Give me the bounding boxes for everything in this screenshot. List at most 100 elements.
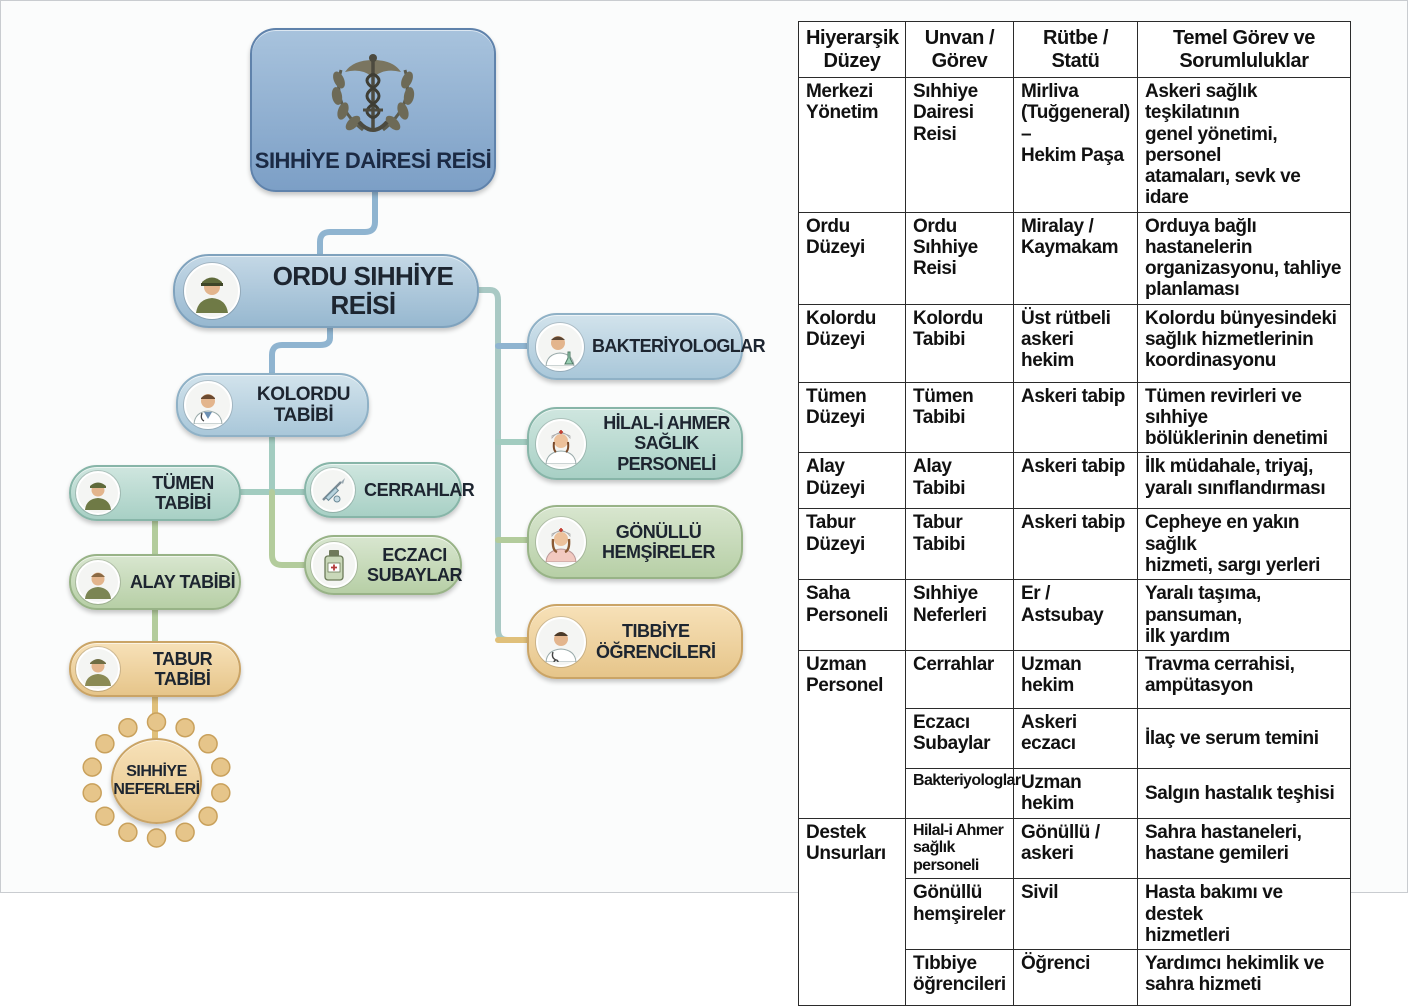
- cell-line: Saha: [806, 583, 850, 605]
- node-label: ALAY TABİBİ: [130, 571, 236, 592]
- cell-line: Uzman: [806, 654, 867, 676]
- medic-dot: [95, 806, 115, 826]
- cell-line: Sahra hastaneleri,: [1145, 821, 1302, 843]
- cell-rank: Uzman hekim: [1013, 650, 1138, 710]
- cell-rank: Askeri tabip: [1013, 452, 1138, 510]
- medic-dot: [175, 717, 195, 738]
- cell-line: Neferleri: [913, 604, 987, 626]
- cell-line: Personeli: [806, 604, 888, 626]
- node-label: ECZACI SUBAYLAR: [367, 544, 463, 585]
- node-label: SIHHİYE NEFERLERİ: [113, 763, 200, 799]
- cell-line: Sıhhiye: [913, 81, 978, 102]
- medic-dot: [95, 734, 115, 754]
- cell-line: planlaması: [1145, 279, 1240, 301]
- node-label: TÜMEN TABİBİ: [152, 472, 214, 513]
- cell-line: Düzeyi: [806, 406, 865, 428]
- medicine-bottle-icon: [311, 542, 357, 588]
- link-head-army: [317, 187, 378, 265]
- cell-line: Unvan /: [924, 27, 995, 50]
- label-line: HİLAL-İ AHMER: [603, 413, 730, 434]
- cell-line: Temel Görev ve: [1173, 27, 1315, 50]
- cell-line: Yardımcı hekimlik ve: [1145, 953, 1324, 975]
- cell-line: Düzeyi: [806, 328, 865, 350]
- node-kolordu-tabibi: KOLORDU TABİBİ: [176, 373, 369, 437]
- node-label: SIHHİYE DAİRESİ REİSİ: [254, 148, 492, 174]
- node-sihhiye-dairesi-reisi: SIHHİYE DAİRESİ REİSİ: [250, 28, 496, 192]
- cell-line: hizmetleri: [1145, 924, 1230, 946]
- cell-line: Cepheye en yakın sağlık: [1145, 512, 1300, 555]
- link-army-specialists: [475, 287, 531, 643]
- cell-line: Hiyerarşik: [806, 27, 899, 50]
- cell-line: Tıbbiye: [913, 953, 977, 975]
- cell-line: sağlık personeli: [913, 839, 979, 875]
- cell-rank: Er / Astsubay: [1013, 579, 1138, 652]
- cell-line: Hilal-i Ahmer: [913, 821, 1004, 839]
- student-avatar-icon: [536, 616, 586, 667]
- label-line: SAĞLIK PERSONELİ: [617, 433, 716, 474]
- cell-line: hemşireler: [913, 903, 1006, 925]
- cell-rank: Sivil: [1013, 878, 1138, 951]
- cell-title: Alay Tabibi: [905, 452, 1014, 510]
- nurse-avatar-icon: [536, 517, 586, 567]
- node-label: TIBBİYE ÖĞRENCİLERİ: [596, 621, 716, 661]
- cell-duty: İlk müdahale, triyaj,yaralı sınıflandırm…: [1137, 452, 1351, 510]
- node-tabur-tabibi: TABUR TABİBİ: [69, 641, 241, 697]
- cell-line: Reisi: [913, 258, 957, 280]
- cell-line: hastane gemileri: [1145, 842, 1289, 864]
- medic-dot: [211, 757, 231, 777]
- cell-duty: İlaç ve serum temini: [1137, 708, 1351, 770]
- cell-line: Kolordu bünyesindeki: [1145, 307, 1337, 329]
- cell-line: sağlık hizmetlerinin: [1145, 328, 1314, 350]
- cell-line: bölüklerinin denetimi: [1145, 428, 1328, 450]
- node-label: KOLORDU TABİBİ: [256, 383, 351, 426]
- cell-rank: Askeri tabip: [1013, 381, 1138, 454]
- cell-line: Travma cerrahisi,: [1145, 654, 1295, 676]
- cell-title: Cerrahlar: [905, 650, 1014, 710]
- officer-avatar-icon: [76, 471, 120, 515]
- cell-line: Hasta bakımı ve destek: [1145, 882, 1283, 925]
- cell-line: Tümen: [913, 385, 974, 407]
- cell-line: Üst rütbeli: [1021, 307, 1111, 329]
- cell-line: Reisi: [913, 123, 957, 145]
- node-cerrahlar: CERRAHLAR: [304, 462, 475, 518]
- cell-line: genel yönetimi, personel: [1145, 123, 1278, 166]
- label-line: ECZACI: [382, 544, 447, 565]
- medic-cluster-dots: [82, 712, 231, 848]
- cell-line: Tümen revirleri ve sıhhiye: [1145, 385, 1302, 428]
- cell-line: Yönetim: [806, 102, 879, 124]
- cell-line: askeri hekim: [1021, 328, 1074, 372]
- cell-line: hizmeti, sargı yerleri: [1145, 554, 1320, 576]
- node-label: TABUR TABİBİ: [152, 648, 213, 689]
- cell-line: İlaç ve serum temini: [1145, 727, 1319, 749]
- cell-line: Sıhhiye: [913, 583, 978, 605]
- cell-line: Öğrenci: [1021, 953, 1090, 975]
- label-line: ÖĞRENCİLERİ: [596, 641, 716, 662]
- cell-line: Tabur: [913, 512, 963, 534]
- cell-line: Kaymakam: [1021, 236, 1119, 258]
- node-label: HİLAL-İ AHMER SAĞLIK PERSONELİ: [592, 413, 741, 473]
- scientist-avatar-icon: [536, 322, 584, 371]
- cell-line: Sorumluluklar: [1179, 49, 1309, 72]
- cell-line: Sıhhiye: [913, 236, 978, 258]
- medic-dot: [82, 783, 102, 803]
- medic-dot: [118, 822, 138, 843]
- node-label: BAKTERİYOLOGLAR: [592, 336, 766, 357]
- cell-rank: Öğrenci: [1013, 949, 1138, 1006]
